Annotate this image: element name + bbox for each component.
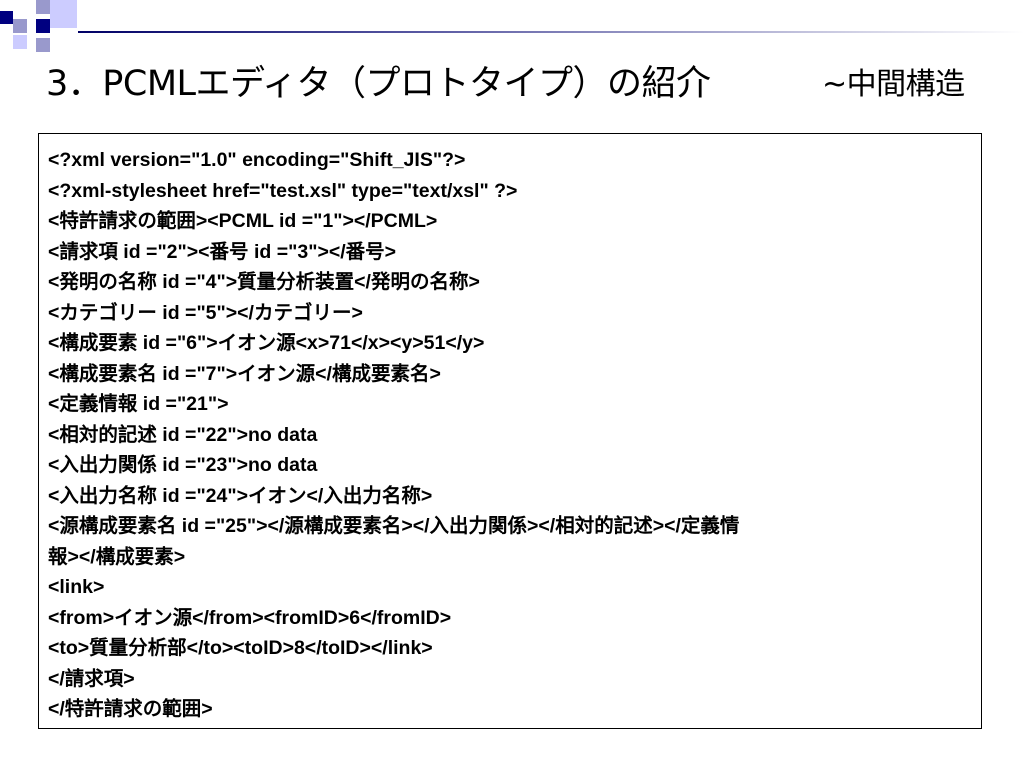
- code-line: </特許請求の範囲>: [48, 698, 213, 720]
- decor-square-lavender-1: [36, 0, 50, 14]
- header-rule: [78, 31, 1024, 33]
- code-line: <発明の名称 id ="4">質量分析装置</発明の名称>: [48, 271, 480, 293]
- code-line: <入出力関係 id ="23">no data: [48, 454, 318, 476]
- code-line: <from>イオン源</from><fromID>6</fromID>: [48, 606, 452, 629]
- code-line: <構成要素 id ="6">イオン源<x>71</x><y>51</y>: [48, 332, 485, 354]
- code-line: <入出力名称 id ="24">イオン</入出力名称>: [48, 484, 433, 507]
- code-line: <カテゴリー id ="5"></カテゴリー>: [48, 301, 363, 324]
- code-line: <請求項 id ="2"><番号 id ="3"></番号>: [48, 240, 397, 263]
- xml-code-box: <?xml version="1.0" encoding="Shift_JIS"…: [38, 133, 982, 729]
- slide-title: 3．PCMLエディタ（プロトタイプ）の紹介: [46, 64, 711, 104]
- decor-square-navy-1: [0, 11, 13, 24]
- decor-square-lavender-2: [13, 19, 27, 33]
- code-line: <源構成要素名 id ="25"></源構成要素名></入出力関係></相対的記…: [48, 515, 740, 537]
- code-line: </請求項>: [48, 667, 135, 690]
- decor-square-navy-2: [36, 19, 50, 33]
- code-line: <link>: [48, 576, 105, 598]
- code-line: <?xml version="1.0" encoding="Shift_JIS"…: [48, 149, 466, 171]
- code-line: 報></構成要素>: [48, 545, 186, 568]
- decor-square-pale-1: [50, 0, 77, 28]
- decor-square-lavender-3: [36, 38, 50, 52]
- code-line: <構成要素名 id ="7">イオン源</構成要素名>: [48, 362, 441, 385]
- slide-subtitle: ~中間構造: [822, 67, 965, 102]
- code-line: <相対的記述 id ="22">no data: [48, 423, 318, 446]
- code-line: <定義情報 id ="21">: [48, 393, 229, 415]
- code-line: <to>質量分析部</to><toID>8</toID></link>: [48, 637, 433, 659]
- code-line: <特許請求の範囲><PCML id ="1"></PCML>: [48, 210, 438, 232]
- decor-square-pale-2: [13, 35, 27, 49]
- code-line: <?xml-stylesheet href="test.xsl" type="t…: [48, 179, 518, 202]
